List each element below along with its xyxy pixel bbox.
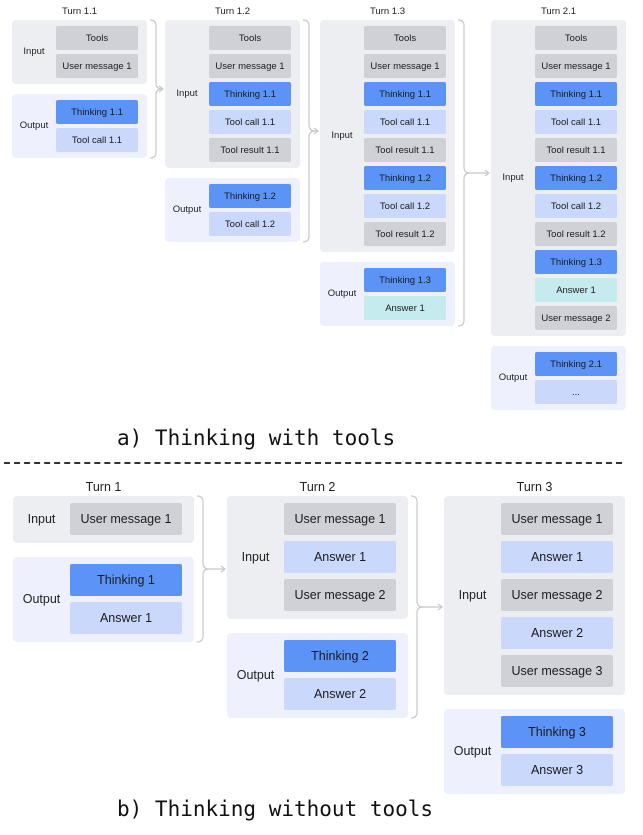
section-divider <box>4 462 622 464</box>
input-message-box: User message 1 <box>70 503 182 535</box>
input-message-box: Tools <box>56 26 138 50</box>
turn-bracket <box>149 19 163 159</box>
output-label: Output <box>22 592 61 606</box>
turn-arrow <box>209 565 226 573</box>
input-message-box: User message 1 <box>535 54 617 78</box>
caption-thinking-without-tools: b) Thinking without tools <box>117 797 434 821</box>
output-message-box: Answer 2 <box>284 678 396 710</box>
turn-arrow <box>313 127 319 135</box>
output-label: Output <box>172 204 202 215</box>
input-message-box: User message 2 <box>501 579 613 611</box>
input-message-box: Tool call 1.1 <box>209 110 291 134</box>
turn-arrow <box>423 603 443 611</box>
output-label: Output <box>327 288 357 299</box>
input-message-box: User message 1 <box>284 503 396 535</box>
output-message-box: Answer 1 <box>70 602 182 634</box>
output-message-box: ... <box>535 380 617 404</box>
turn-bracket <box>196 495 210 643</box>
input-label: Input <box>502 172 524 183</box>
turn-title: Turn 2 <box>299 480 336 494</box>
turn-bracket <box>410 495 424 719</box>
turn-title: Turn 1.1 <box>61 6 98 17</box>
turn-arrow <box>470 169 490 177</box>
output-message-box: Thinking 2 <box>284 640 396 672</box>
output-group: Output Thinking 2.1... <box>491 346 626 410</box>
input-message-box: Tool call 1.1 <box>364 110 446 134</box>
output-message-box: Tool call 1.1 <box>56 128 138 152</box>
input-message-box: Tool call 1.2 <box>364 194 446 218</box>
output-message-box: Thinking 1 <box>70 564 182 596</box>
input-message-box: Tool result 1.1 <box>535 138 617 162</box>
output-message-box: Thinking 1.1 <box>56 100 138 124</box>
turn-bracket <box>302 19 316 243</box>
input-message-box: User message 3 <box>501 655 613 687</box>
output-group: Output Thinking 3 Answer 3 <box>444 709 625 794</box>
output-message-box: Answer 1 <box>364 296 446 320</box>
input-message-box: Tool result 1.2 <box>535 222 617 246</box>
input-message-box: Answer 2 <box>501 617 613 649</box>
output-message-box: Thinking 1.3 <box>364 268 446 292</box>
input-message-box: Answer 1 <box>535 278 617 302</box>
input-message-box: User message 1 <box>56 54 138 78</box>
turn-title: Turn 1.2 <box>214 6 251 17</box>
output-message-box: Thinking 1.2 <box>209 184 291 208</box>
output-group: Output Thinking 1 Answer 1 <box>13 557 194 642</box>
input-label: Input <box>458 588 487 602</box>
input-message-box: User message 1 <box>209 54 291 78</box>
input-message-box: User message 1 <box>501 503 613 535</box>
output-message-box: Thinking 2.1 <box>535 352 617 376</box>
input-message-box: Tools <box>364 26 446 50</box>
input-label: Input <box>27 512 56 526</box>
input-label: Input <box>331 130 353 141</box>
input-label: Input <box>176 88 198 99</box>
input-message-box: Tools <box>209 26 291 50</box>
turn-title: Turn 3 <box>516 480 553 494</box>
input-label: Input <box>23 46 45 57</box>
output-label: Output <box>453 744 492 758</box>
output-message-box: Tool call 1.2 <box>209 212 291 236</box>
input-message-box: Thinking 1.1 <box>209 82 291 106</box>
input-message-box: Thinking 1.2 <box>364 166 446 190</box>
turn-title: Turn 2.1 <box>540 6 577 17</box>
turn-title: Turn 1.3 <box>369 6 406 17</box>
input-message-box: Tool result 1.2 <box>364 222 446 246</box>
input-message-box: Thinking 1.1 <box>535 82 617 106</box>
input-message-box: Tool result 1.1 <box>209 138 291 162</box>
input-message-box: Thinking 1.2 <box>535 166 617 190</box>
input-label: Input <box>241 550 270 564</box>
output-message-box: Thinking 3 <box>501 716 613 748</box>
output-group: Output Thinking 2 Answer 2 <box>227 633 408 718</box>
input-group: Input User message 1 <box>13 496 194 543</box>
input-group: Input User message 1 Answer 1 User message … <box>444 496 625 695</box>
input-message-box: Answer 1 <box>284 541 396 573</box>
turn-bracket <box>457 19 471 327</box>
caption-thinking-with-tools: a) Thinking with tools <box>117 426 396 450</box>
input-message-box: Tool call 1.1 <box>535 110 617 134</box>
output-message-box: Answer 3 <box>501 754 613 786</box>
input-message-box: Thinking 1.1 <box>364 82 446 106</box>
turn-arrow <box>158 85 164 93</box>
input-message-box: Thinking 1.3 <box>535 250 617 274</box>
output-label: Output <box>19 120 49 131</box>
input-message-box: User message 1 <box>364 54 446 78</box>
output-label: Output <box>236 668 275 682</box>
input-message-box: User message 2 <box>284 579 396 611</box>
input-message-box: User message 2 <box>535 306 617 330</box>
input-message-box: Tools <box>535 26 617 50</box>
input-message-box: Tool result 1.1 <box>364 138 446 162</box>
output-label: Output <box>498 372 528 383</box>
input-message-box: Tool call 1.2 <box>535 194 617 218</box>
input-message-box: Answer 1 <box>501 541 613 573</box>
turn-title: Turn 1 <box>85 480 122 494</box>
input-group: Input User message 1 Answer 1 User message … <box>227 496 408 619</box>
